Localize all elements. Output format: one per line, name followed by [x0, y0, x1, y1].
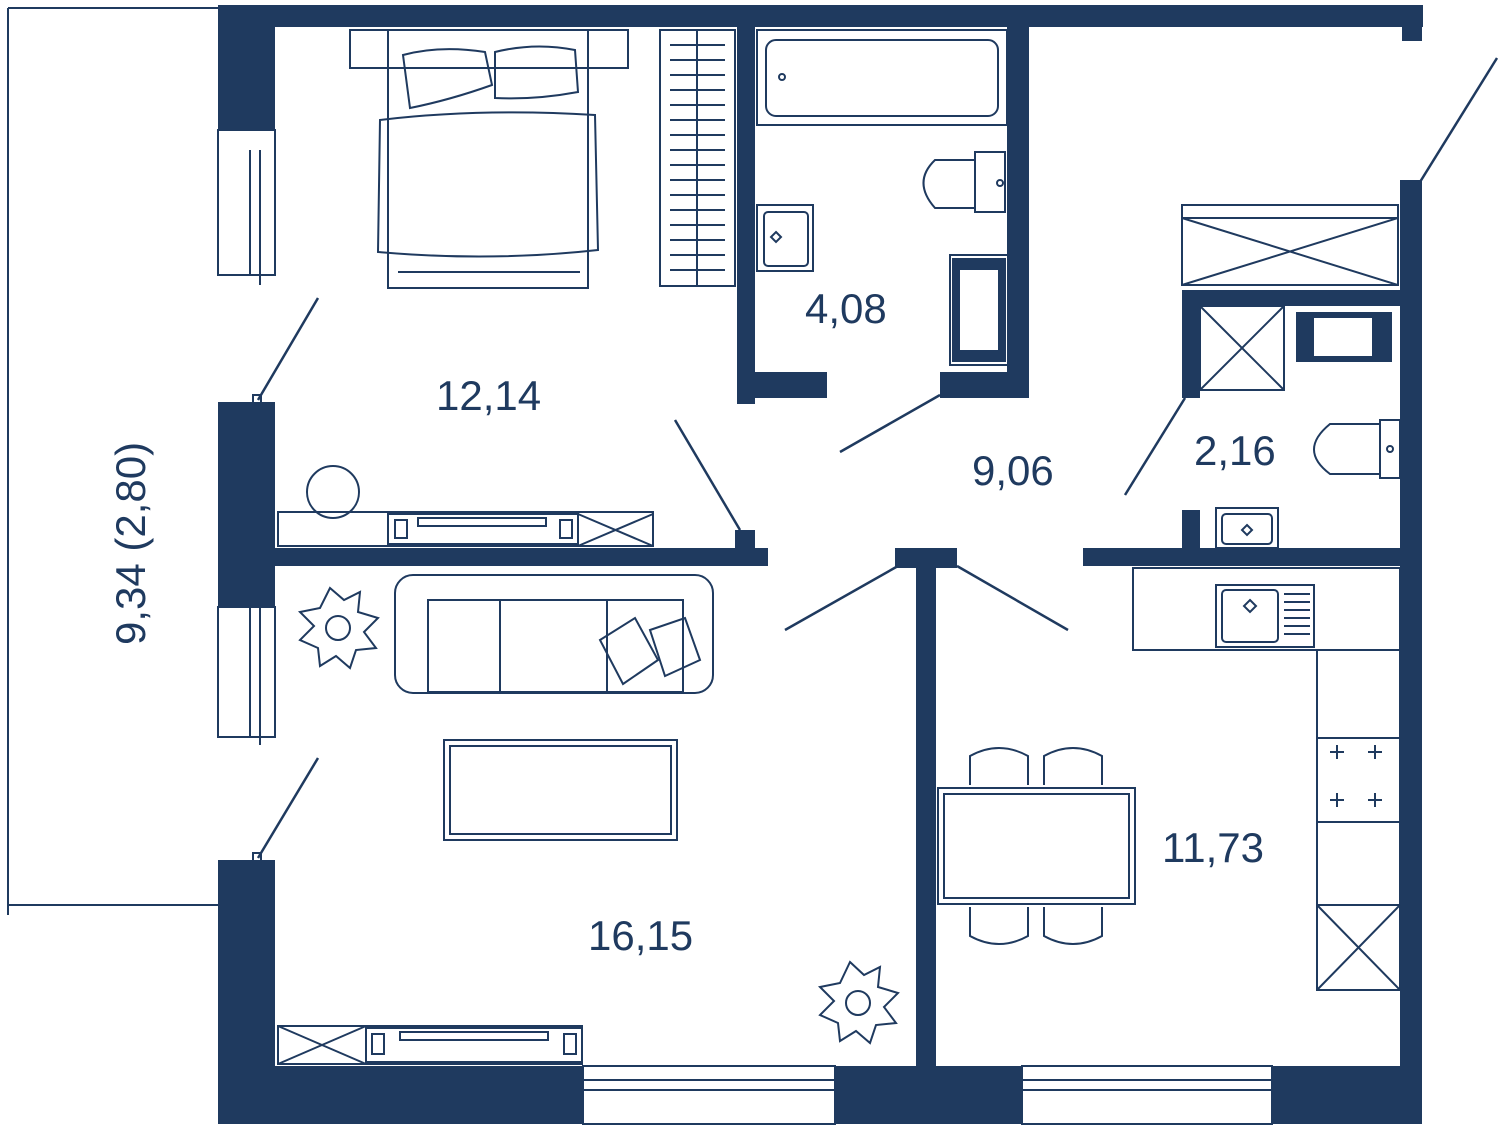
dining-set [937, 747, 1136, 945]
windows [217, 129, 1273, 1125]
rug [443, 739, 678, 841]
boiler [1199, 305, 1392, 391]
desk [277, 465, 654, 547]
bathroom-toilet [922, 151, 1006, 213]
wc-cabinet [1181, 204, 1399, 286]
wc-sink [1215, 507, 1279, 549]
plant-icon [297, 586, 380, 670]
wc-area-label: 2,16 [1194, 427, 1276, 474]
washing-machine [949, 254, 1009, 366]
plant-icon [817, 960, 900, 1045]
living-area-label: 16,15 [588, 912, 693, 959]
bathroom-sink [756, 204, 814, 272]
bathtub [756, 29, 1008, 126]
kitchen-area-label: 11,73 [1162, 824, 1264, 871]
kitchen-counter [1132, 567, 1401, 991]
balcony-area-label: 9,34 (2,80) [107, 442, 154, 645]
wardrobe [659, 29, 736, 287]
balcony [7, 7, 218, 915]
walls [218, 5, 1423, 1124]
hallway-area-label: 9,06 [972, 447, 1054, 494]
tv-stand [277, 1025, 583, 1065]
bathroom-area-label: 4,08 [805, 285, 887, 332]
doors [252, 57, 1499, 862]
sofa [394, 574, 714, 694]
bed [349, 29, 629, 289]
wc-toilet [1313, 419, 1401, 479]
bedroom-area-label: 12,14 [436, 372, 541, 419]
